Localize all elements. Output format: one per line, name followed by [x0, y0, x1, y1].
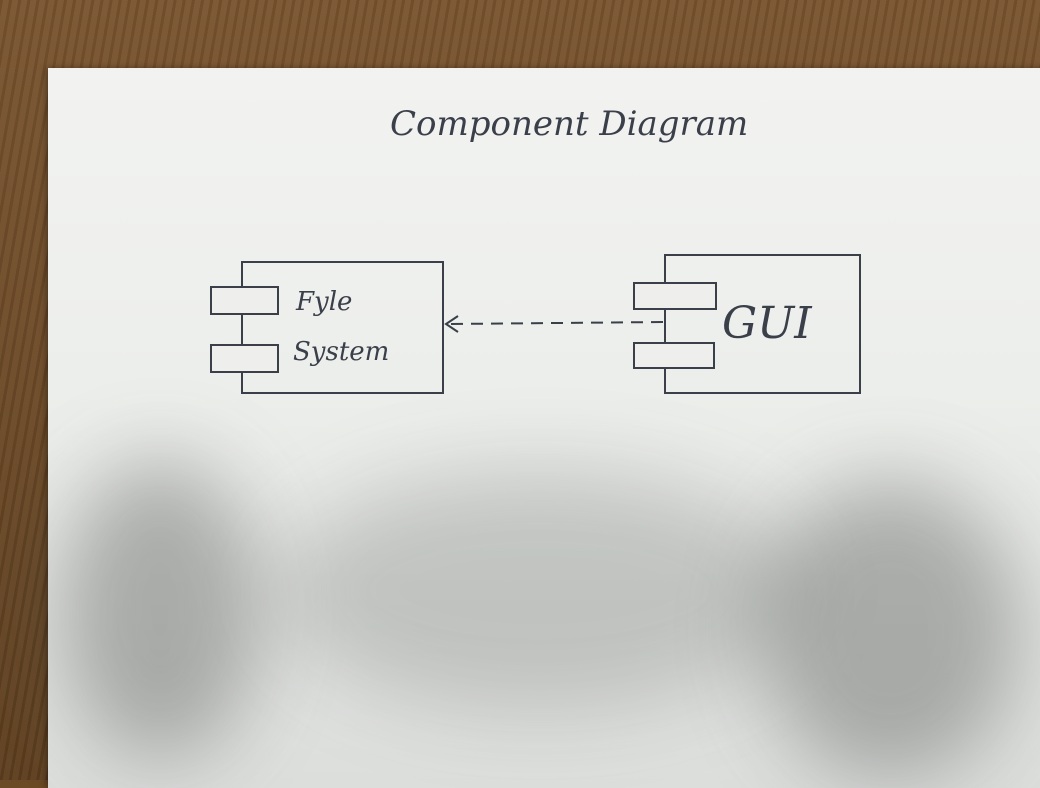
paper-sheet — [48, 68, 1040, 788]
component-file-system-port-top — [210, 286, 279, 315]
component-file-system-port-bottom — [210, 344, 279, 373]
hand-shadow-left — [60, 460, 260, 760]
component-gui-port-bottom — [633, 342, 715, 369]
component-gui — [633, 254, 861, 394]
component-file-system-body — [241, 261, 444, 394]
component-gui-port-top — [633, 282, 717, 310]
component-gui-label: GUI — [722, 298, 813, 349]
dependency-arrowhead — [444, 315, 459, 333]
dependency-line — [449, 321, 664, 325]
diagram-title: Component Diagram — [390, 104, 748, 144]
component-file-system — [210, 261, 444, 394]
component-file-system-label-line2: System — [293, 337, 389, 367]
dependency-connector — [444, 315, 664, 333]
hand-shadow-right — [760, 480, 1020, 780]
component-file-system-label-line1: Fyle — [295, 287, 352, 317]
component-gui-body — [664, 254, 861, 394]
hand-shadow-center — [280, 470, 800, 710]
